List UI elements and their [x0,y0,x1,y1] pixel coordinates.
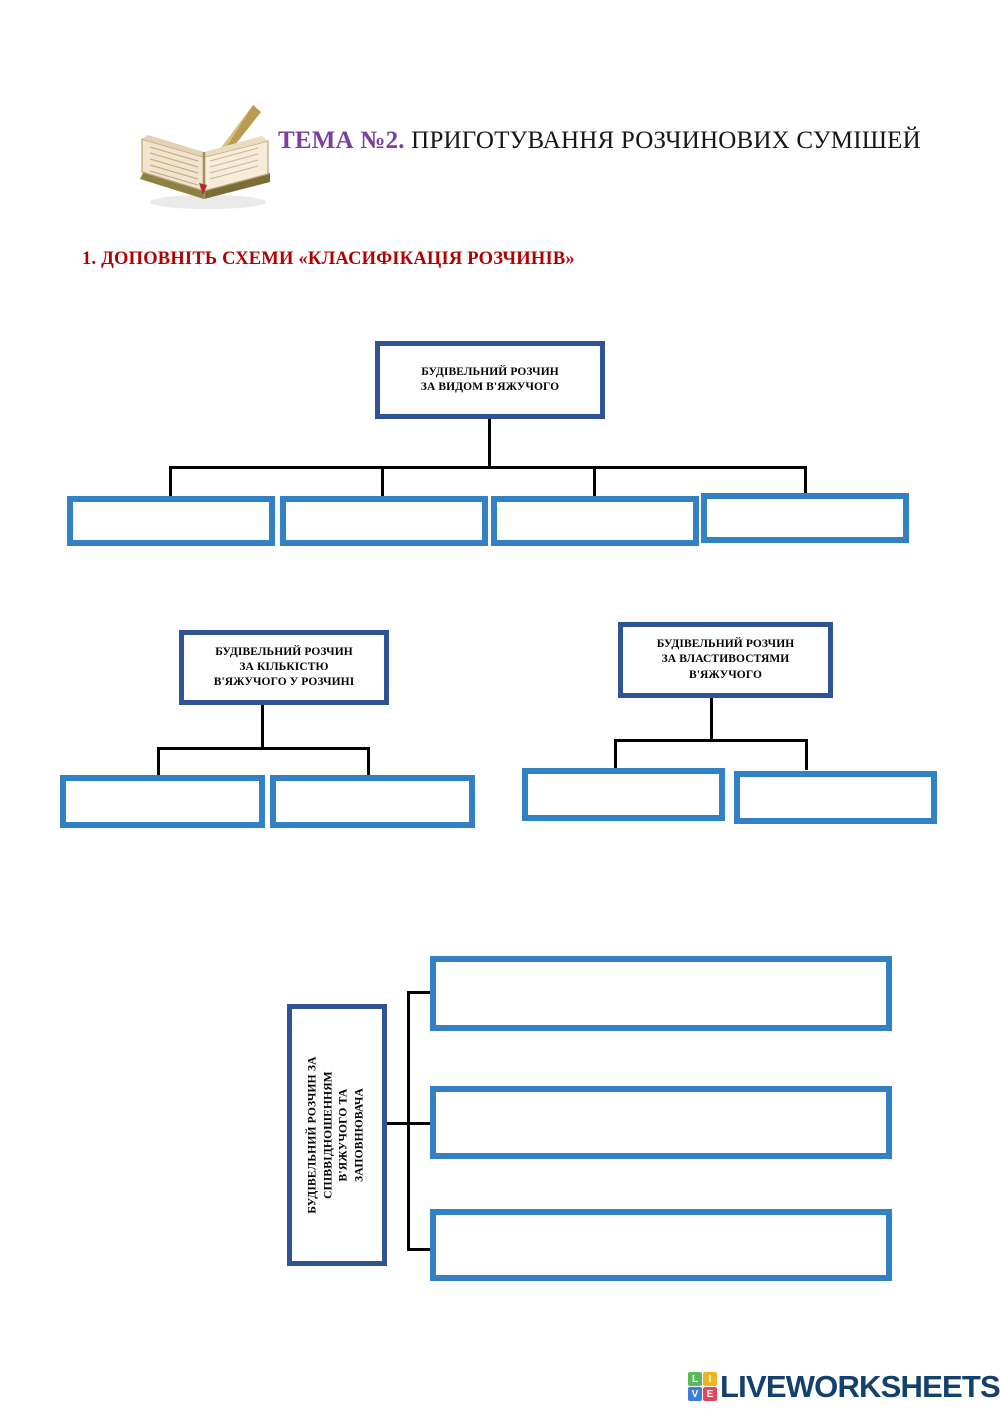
title-line-1: БУДІВЕЛЬНИЙ РОЗЧИН [656,638,795,651]
title-line-2: ЗА ВИДОМ В'ЯЖУЧОГО [420,381,560,393]
task-heading: 1. ДОПОВНІТЬ СХЕМИ «КЛАСИФІКАЦІЯ РОЗЧИНІ… [82,249,575,269]
title-line-1: БУДІВЕЛЬНИЙ РОЗЧИН [215,645,353,658]
diagram-title-box-vlastyvosti-vyazhuchogo: БУДІВЕЛЬНИЙ РОЗЧИН ЗА ВЛАСТИВОСТЯМИ В'ЯЖ… [618,622,833,698]
diagram-title-box-vyd-vyazhuchogo: БУДІВЕЛЬНИЙ РОЗЧИН ЗА ВИДОМ В'ЯЖУЧОГО [375,341,605,419]
logo-square-i-letter: I [708,1373,712,1385]
page-header: ТЕМА №2. ПРИГОТУВАННЯ РОЗЧИНОВИХ СУМІШЕЙ [130,95,930,215]
title-line-1: БУДІВЕЛЬНИЙ РОЗЧИН [421,365,559,378]
connector-stem [387,1122,409,1125]
connector-branch-1 [157,747,160,777]
connector-stem [488,419,491,468]
page-title-accent: ТЕМА №2. [278,127,405,154]
logo-square-v-letter: V [691,1388,699,1400]
logo-square-l-letter: L [691,1373,699,1385]
diagram-title-vertical-text: БУДІВЕЛЬНИЙ РОЗЧИН ЗА СПІВВІДНОШЕННЯМ В'… [306,1056,368,1213]
answer-box[interactable] [270,775,475,828]
page-title-rest: ПРИГОТУВАННЯ РОЗЧИНОВИХ СУМІШЕЙ [404,127,921,154]
answer-box[interactable] [430,1209,892,1281]
connector-branch-2 [381,466,384,500]
title-line-2: СПІВВІДНОШЕННЯМ [322,1071,335,1199]
connector-arm-3 [407,1248,432,1251]
connector-branch-3 [593,466,596,500]
connector-branch-1 [169,466,172,500]
title-line-3: В'ЯЖУЧОГО У РОЗЧИНІ [213,676,355,689]
answer-box[interactable] [280,496,488,546]
answer-box[interactable] [701,493,909,543]
logo-square-l: L [688,1372,702,1386]
open-book-with-pen-icon [140,105,270,209]
connector-branch-1 [614,739,617,770]
diagram-title-box-kilkist-vyazhuchogo: БУДІВЕЛЬНИЙ РОЗЧИН ЗА КІЛЬКІСТЮ В'ЯЖУЧОГ… [179,630,389,705]
answer-box[interactable] [430,956,892,1031]
answer-box[interactable] [67,496,275,546]
logo-wordmark: LIVEWORKSHEETS [720,1369,1000,1404]
answer-box[interactable] [491,496,699,546]
connector-arm-1 [407,991,432,994]
title-line-1: БУДІВЕЛЬНИЙ РОЗЧИН ЗА [306,1056,319,1214]
answer-box[interactable] [522,768,725,821]
logo-square-e: E [703,1387,717,1401]
liveworksheets-logo: L I V E LIVEWORKSHEETS [688,1371,1000,1402]
connector-stem [261,705,264,749]
logo-square-e-letter: E [706,1388,714,1400]
connector-arm-2 [407,1122,432,1125]
connector-branch-2 [367,747,370,777]
connector-stem [710,698,713,741]
answer-box[interactable] [430,1086,892,1159]
connector-bus [157,747,370,750]
title-line-2: ЗА ВЛАСТИВОСТЯМИ [661,653,790,666]
title-line-2: ЗА КІЛЬКІСТЮ [239,660,329,673]
connector-bus [407,991,410,1251]
title-line-4: ЗАПОВНЮВАЧА [353,1088,366,1182]
title-line-3: В'ЯЖУЧОГО ТА [338,1088,350,1182]
title-line-3: В'ЯЖУЧОГО [688,668,763,681]
connector-branch-4 [804,466,807,500]
logo-squares-icon: L I V E [688,1372,717,1401]
connector-branch-2 [805,739,808,770]
diagram-title-box-spivvidnoshennia: БУДІВЕЛЬНИЙ РОЗЧИН ЗА СПІВВІДНОШЕННЯМ В'… [287,1004,387,1266]
logo-square-v: V [688,1387,702,1401]
answer-box[interactable] [734,771,937,824]
connector-bus [614,739,808,742]
page-title: ТЕМА №2. ПРИГОТУВАННЯ РОЗЧИНОВИХ СУМІШЕЙ [278,127,928,155]
logo-square-i: I [703,1372,717,1386]
answer-box[interactable] [60,775,265,828]
connector-bus [169,466,807,469]
